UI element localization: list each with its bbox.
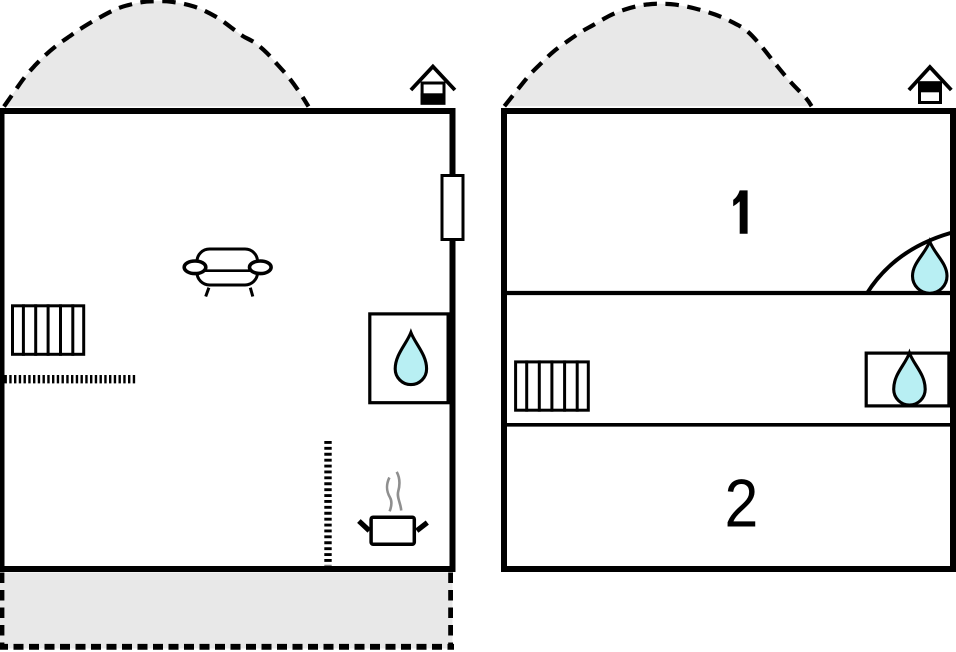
svg-text:2: 2 bbox=[725, 465, 759, 541]
